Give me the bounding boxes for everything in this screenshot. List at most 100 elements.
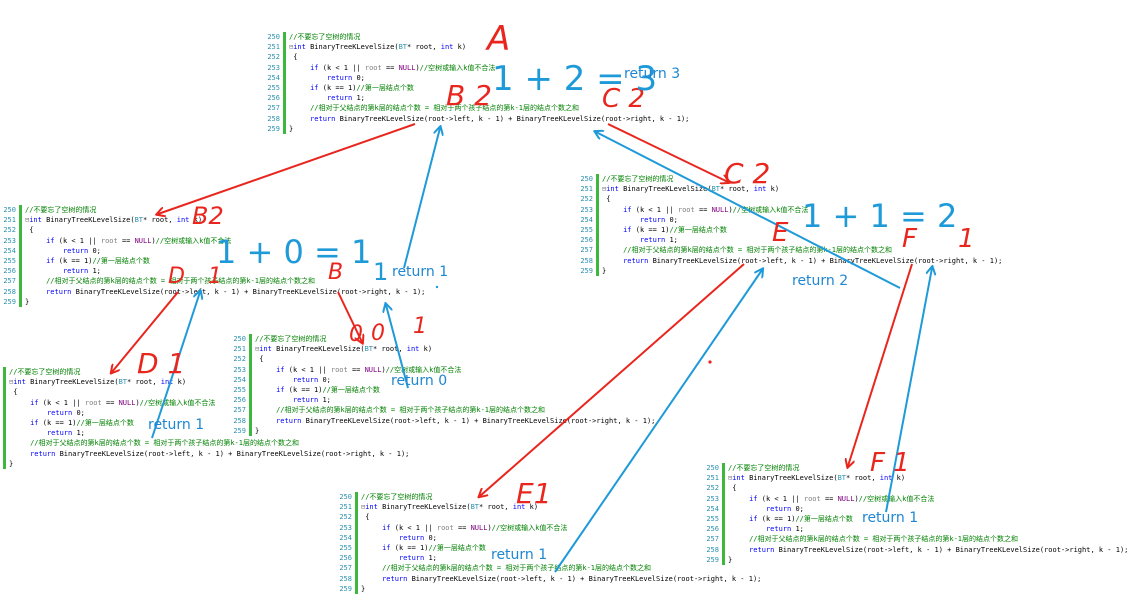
- code-line-return-0: return 0;: [46, 408, 85, 417]
- label-F1: F 1: [870, 448, 910, 478]
- code-line-recur-comment: //相对于父结点的第k层的结点个数 = 相对于两个孩子结点的第k-1层的结点个数…: [276, 406, 546, 415]
- code-line-close-brace: }: [9, 459, 14, 468]
- equation-top: 1 + 2 = 3: [492, 59, 658, 99]
- label-D1: D 1: [137, 347, 186, 380]
- blue-arrow-return3: [403, 128, 440, 269]
- code-line-recur-return: return BinaryTreeKLevelSize(root->left, …: [749, 545, 1129, 554]
- code-line-close-brace: }: [361, 584, 366, 593]
- code-line-return-1: return 1;: [639, 236, 678, 245]
- label-one-f: 1: [958, 224, 975, 254]
- label-C2-node: C 2: [724, 157, 771, 190]
- red-arrow-A-to-B: [158, 123, 416, 214]
- code-line-if2: if (k == 1)//第一层结点个数: [310, 83, 414, 92]
- blue-arrow-return1-E: [554, 270, 762, 573]
- code-line-signature: ⊟int BinaryTreeKLevelSize(BT* root, int …: [9, 378, 187, 387]
- code-line-comment: //不要忘了空树的情况: [602, 175, 674, 183]
- code-line-return-0: return 0;: [62, 246, 101, 255]
- label-B-zero: 0: [371, 321, 385, 346]
- code-line-open-brace: {: [293, 53, 298, 62]
- code-line-if1: if (k < 1 || root == NULL)//空树或输入k值不合法: [30, 398, 216, 407]
- label-C2-top: C 2: [602, 84, 645, 114]
- return-1-f-label: return 1: [862, 510, 919, 526]
- red-arrow-B-to-D: [112, 291, 179, 372]
- change-indicator-bar: [596, 174, 599, 276]
- code-line-recur-return: return BinaryTreeKLevelSize(root->left, …: [30, 449, 410, 458]
- code-line-if2: if (k == 1)//第一层结点个数: [46, 256, 150, 265]
- label-B2-top: B 2: [446, 79, 492, 112]
- code-line-recur-return: return BinaryTreeKLevelSize(root->left, …: [46, 287, 426, 296]
- code-line-signature: ⊟int BinaryTreeKLevelSize(BT* root, int …: [602, 185, 780, 194]
- label-E1: E1: [516, 477, 552, 510]
- code-lines: //不要忘了空树的情况 ⊟int BinaryTreeKLevelSize(BT…: [361, 492, 761, 594]
- code-line-recur-comment: //相对于父结点的第k层的结点个数 = 相对于两个孩子结点的第k-1层的结点个数…: [310, 104, 580, 113]
- blue-arrow-return1-F: [885, 268, 932, 513]
- red-arrow-A-to-C: [607, 123, 728, 182]
- return-2-label: return 2: [792, 273, 849, 289]
- return-3-label: return 3: [624, 66, 681, 82]
- code-line-recur-return: return BinaryTreeKLevelSize(root->left, …: [623, 256, 1003, 265]
- code-line-if1: if (k < 1 || root == NULL)//空树或输入k值不合法: [623, 205, 809, 214]
- label-F-small: F: [902, 224, 917, 254]
- code-lines: //不要忘了空树的情况 ⊟int BinaryTreeKLevelSize(BT…: [289, 32, 689, 134]
- code-line-close-brace: }: [728, 555, 733, 564]
- code-line-if1: if (k < 1 || root == NULL)//空树或输入k值不合法: [749, 494, 935, 503]
- red-arrow-C-to-E: [480, 263, 745, 496]
- code-line-return-1: return 1;: [62, 267, 101, 276]
- label-D-small: D: [168, 264, 185, 289]
- change-indicator-bar: [3, 367, 6, 469]
- code-lines: //不要忘了空树的情况 ⊟int BinaryTreeKLevelSize(BT…: [9, 367, 409, 469]
- code-line-recur-comment: //相对于父结点的第k层的结点个数 = 相对于两个孩子结点的第k-1层的结点个数…: [46, 277, 316, 286]
- red-dot: [708, 360, 712, 364]
- code-line-if2: if (k == 1)//第一层结点个数: [382, 543, 486, 552]
- code-lines: //不要忘了空树的情况 ⊟int BinaryTreeKLevelSize(BT…: [25, 205, 425, 307]
- change-indicator-bar: [19, 205, 22, 307]
- code-line-return-0: return 0;: [639, 215, 678, 224]
- code-line-if2: if (k == 1)//第一层结点个数: [276, 385, 380, 394]
- code-line-recur-comment: //相对于父结点的第k层的结点个数 = 相对于两个孩子结点的第k-1层的结点个数…: [749, 535, 1019, 544]
- code-line-recur-return: return BinaryTreeKLevelSize(root->left, …: [310, 114, 690, 123]
- code-line-comment: //不要忘了空树的情况: [25, 206, 97, 214]
- code-line-open-brace: {: [365, 513, 370, 522]
- code-line-signature: ⊟int BinaryTreeKLevelSize(BT* root, int …: [728, 474, 906, 483]
- code-line-comment: //不要忘了空树的情况: [255, 335, 327, 343]
- code-line-if2: if (k == 1)//第一层结点个数: [749, 514, 853, 523]
- code-line-signature: ⊟int BinaryTreeKLevelSize(BT* root, int …: [255, 345, 433, 354]
- code-line-recur-comment: //相对于父结点的第k层的结点个数 = 相对于两个孩子结点的第k-1层的结点个数…: [30, 439, 300, 448]
- label-E: E: [772, 218, 789, 248]
- code-line-close-brace: }: [255, 426, 260, 435]
- blue-arrow-return0: [386, 305, 409, 389]
- code-line-return-0: return 0;: [398, 533, 437, 542]
- code-line-recur-return: return BinaryTreeKLevelSize(root->left, …: [276, 416, 656, 425]
- label-one-g: 1: [413, 314, 427, 339]
- code-line-if2: if (k == 1)//第一层结点个数: [623, 225, 727, 234]
- code-line-signature: ⊟int BinaryTreeKLevelSize(BT* root, int …: [361, 503, 539, 512]
- code-line-recur-comment: //相对于父结点的第k层的结点个数 = 相对于两个孩子结点的第k-1层的结点个数…: [382, 564, 652, 573]
- code-line-open-brace: {: [29, 226, 34, 235]
- code-line-open-brace: {: [13, 388, 18, 397]
- code-line-return-1: return 1;: [765, 525, 804, 534]
- change-indicator-bar: [722, 463, 725, 565]
- code-lines: //不要忘了空树的情况 ⊟int BinaryTreeKLevelSize(BT…: [602, 174, 1002, 276]
- code-line-if1: if (k < 1 || root == NULL)//空树或输入k值不合法: [276, 365, 462, 374]
- code-line-return-1: return 1;: [398, 554, 437, 563]
- red-arrow-B-to-Dsib: [337, 291, 362, 342]
- code-line-signature: ⊟int BinaryTreeKLevelSize(BT* root, int …: [289, 43, 467, 52]
- code-line-return-1: return 1;: [46, 429, 85, 438]
- code-line-if2: if (k == 1)//第一层结点个数: [30, 418, 134, 427]
- blue-arrow-return1-D: [151, 292, 200, 439]
- change-indicator-bar: [249, 334, 252, 436]
- code-line-return-0: return 0;: [326, 73, 365, 82]
- label-B2-node: B2: [192, 202, 224, 230]
- label-one-b: 1: [208, 264, 222, 289]
